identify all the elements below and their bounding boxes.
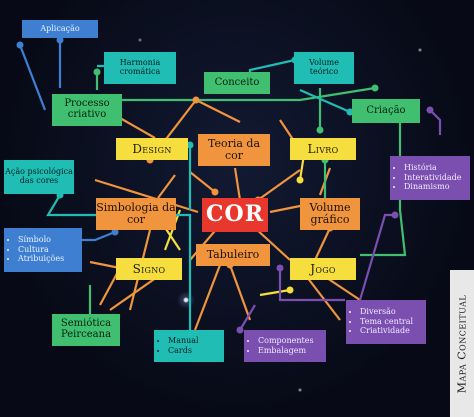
node-simbologia-da-cor: Simbologia da cor [96,198,176,230]
node-livro: Livro [290,138,356,160]
node-semiotica: Semiótica Peirceana [52,314,120,346]
node-harmonia: Harmonia cromática [104,52,176,84]
node-diversao-list: Diversão Tema central Criatividade [346,300,426,344]
list-item: Cards [168,346,199,356]
node-label: Volume gráfico [309,201,351,226]
list-item: Cultura [18,245,64,255]
node-label: Signo [132,261,166,276]
list-item: Interatividade [404,173,461,183]
node-simbolo-list: Símbolo Cultura Atribuições [4,228,82,272]
node-label: Conceito [214,76,260,88]
node-acao-psicologica: Ação psicológica das cores [4,160,74,194]
node-label: COR [206,201,264,228]
node-historia-list: História Interatividade Dinamismo [390,156,470,200]
node-aplicacao: Aplicação [22,20,98,38]
node-design: Design [116,138,188,160]
node-tabuleiro: Tabuleiro [196,244,270,266]
node-label: Harmonia cromática [119,58,161,76]
node-label: Livro [307,141,339,156]
node-manual-list: Manual Cards [154,330,224,362]
list-item: Tema central [360,317,413,327]
side-label: Mapa Conceitual [450,270,474,417]
list-item: Dinamismo [404,183,461,192]
list-item: Diversão [360,307,413,317]
node-label: Processo criativo [64,98,110,120]
node-conceito: Conceito [204,72,270,94]
node-label: Ação psicológica das cores [5,167,73,185]
node-label: Semiótica Peirceana [60,318,112,340]
node-label: Design [132,141,172,156]
node-processo-criativo: Processo criativo [52,94,122,126]
node-cor-center: COR [202,198,268,232]
list-item: Símbolo [18,235,64,245]
node-volume-teorico: Volume teórico [294,52,354,84]
node-volume-grafico: Volume gráfico [300,198,360,230]
list-item: Embalagem [258,346,314,356]
node-criacao: Criação [352,99,420,123]
node-label: Volume teórico [309,58,339,76]
node-label: Jogo [310,261,336,276]
list-item: História [404,163,461,173]
side-label-text: Mapa Conceitual [455,294,469,393]
list-item: Criatividade [360,327,413,336]
node-label: Simbologia da cor [96,201,176,226]
list-item: Componentes [258,336,314,346]
node-label: Teoria da cor [207,137,261,162]
node-componentes-list: Componentes Embalagem [244,330,326,362]
node-label: Tabuleiro [206,248,260,262]
list-item: Atribuições [18,255,64,264]
node-teoria-da-cor: Teoria da cor [198,134,270,166]
node-label: Aplicação [40,23,80,33]
list-item: Manual [168,336,199,346]
node-label: Criação [366,104,406,116]
node-jogo: Jogo [290,258,356,280]
node-signo: Signo [116,258,182,280]
